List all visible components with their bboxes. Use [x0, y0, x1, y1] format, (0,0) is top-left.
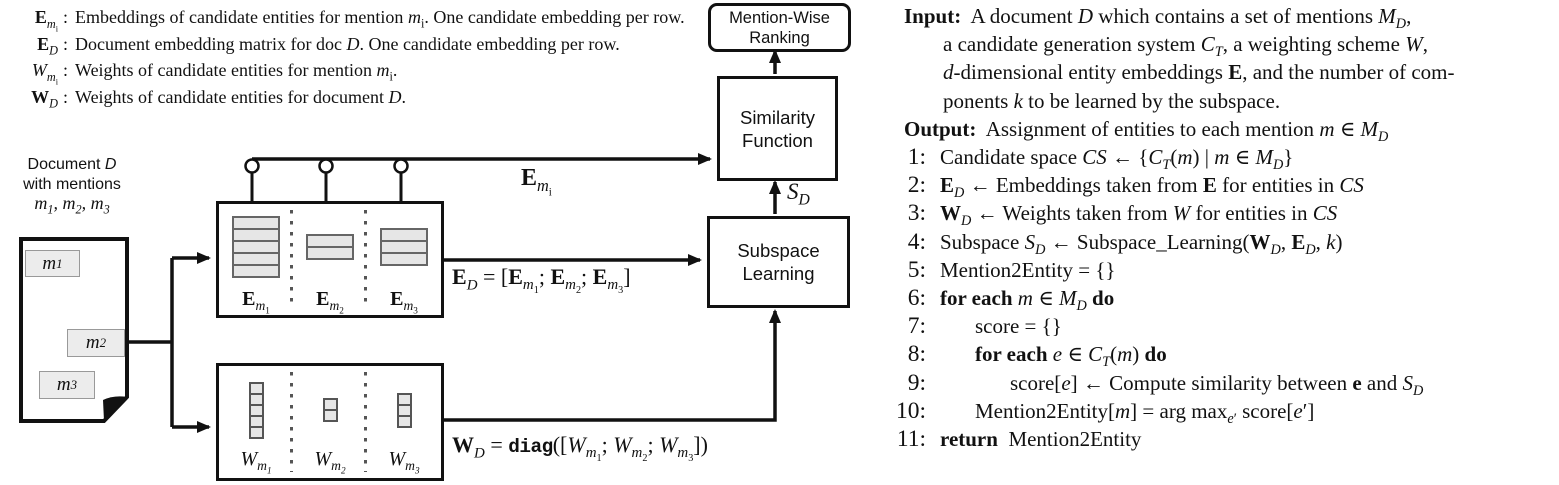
embedding-matrix-icon [380, 228, 428, 266]
embeddings-col-m3: Em3 [367, 204, 441, 315]
embedding-matrix-label: Em3 [390, 288, 418, 316]
embeddings-col-m1: Em1 [219, 204, 293, 315]
legend-row: ED: Document embedding matrix for doc D. … [8, 31, 685, 58]
line-number: 2: [907, 172, 926, 199]
edge-wd-to-subspace [440, 309, 781, 422]
dotted-separator [290, 210, 293, 309]
line-number: 9: [907, 369, 926, 396]
embedding-matrix-label: Em2 [316, 288, 344, 316]
connector-node-icon [244, 158, 260, 174]
algo-step-1: 1:Candidate space CS ← {CT(m) | m ∈ MD} [893, 143, 1557, 172]
weight-vector-label: Wm3 [388, 448, 420, 476]
algo-input-line: a candidate generation system CT, a weig… [943, 32, 1428, 61]
line-number: 5: [907, 256, 926, 283]
algo-input-line: Input: A document D which contains a set… [904, 4, 1412, 33]
algo-step-7: 7:score = {} [893, 312, 1557, 340]
folded-corner-icon [103, 396, 127, 421]
weights-col-m3: Wm3 [367, 366, 441, 478]
edge-label-wd-formula: WD = diag([Wm1; Wm2; Wm3]) [452, 432, 708, 465]
weight-vector-icon [248, 381, 264, 439]
connector-node-icon [318, 158, 334, 174]
edge-doc-split [129, 258, 174, 427]
legend-symbol: Emi [34, 7, 58, 34]
algo-output-line: Output: Assignment of entities to each m… [904, 116, 1389, 145]
dotted-separator [364, 372, 367, 472]
weights-col-m2: Wm2 [293, 366, 367, 478]
legend-row: Emi: Embeddings of candidate entities for… [8, 4, 685, 34]
line-number: 3: [907, 200, 926, 227]
embeddings-col-m2: Em2 [293, 204, 367, 315]
legend-row: WD: Weights of candidate entities for doc… [8, 84, 685, 111]
legend-separator: : [63, 7, 69, 27]
algo-input-line: ponents k to be learned by the subspace. [943, 88, 1281, 113]
line-number: 4: [907, 228, 926, 255]
line-number: 10: [895, 397, 926, 424]
embedding-matrix-label: Em1 [242, 288, 270, 316]
embeddings-box: Em1 Em2 Em3 [216, 201, 444, 318]
legend-row: Wmi: Weights of candidate entities for me… [8, 57, 685, 87]
algo-step-11: 11:return Mention2Entity [893, 425, 1557, 453]
weight-vector-label: Wm1 [240, 448, 272, 476]
embedding-matrix-icon [232, 216, 280, 278]
algo-step-10: 10:Mention2Entity[m] = arg maxe′ score[e… [893, 397, 1557, 426]
legend-separator: : [63, 60, 69, 80]
legend-symbol: Wmi [31, 60, 58, 87]
legend-separator: : [63, 33, 69, 54]
weights-box: Wm1 Wm2 Wm3 [216, 363, 444, 481]
legend-text: Embeddings of candidate entities for men… [75, 7, 685, 31]
line-number: 7: [907, 313, 926, 340]
legend-text: Document embedding matrix for doc D. One… [75, 33, 620, 54]
line-number: 1: [907, 144, 926, 171]
algo-step-5: 5:Mention2Entity = {} [893, 256, 1557, 284]
legend-text: Weights of candidate entities for docume… [75, 86, 406, 107]
algorithm-pane: Input: A document D which contains a set… [893, 2, 1557, 453]
weight-vector-label: Wm2 [314, 448, 346, 476]
connector-node-icon [393, 158, 409, 174]
legend-symbol: WD [31, 86, 58, 111]
algo-step-9: 9:score[e] ← Compute similarity between … [893, 369, 1557, 398]
dotted-separator [364, 210, 367, 309]
algo-step-3: 3:WD ← Weights taken from W for entities… [893, 199, 1557, 228]
edge-label-ed-formula: ED = [Em1; Em2; Em3] [452, 264, 631, 297]
weight-vector-icon [322, 398, 338, 422]
dotted-separator [290, 372, 293, 472]
legend: Emi: Embeddings of candidate entities for… [8, 4, 685, 111]
algo-step-8: 8:for each e ∈ CT(m) do [893, 340, 1557, 369]
algo-step-4: 4:Subspace SD ← Subspace_Learning(WD, ED… [893, 228, 1557, 257]
algo-step-6: 6:for each m ∈ MD do [893, 284, 1557, 313]
line-number: 8: [907, 341, 926, 368]
edge-label-sd: SD [787, 179, 810, 209]
weight-vector-icon [396, 392, 412, 428]
embedding-matrix-icon [306, 234, 354, 260]
line-number: 6: [907, 285, 926, 312]
edge-label-emi: Emi [521, 165, 552, 199]
line-number: 11: [896, 426, 926, 453]
weights-col-m1: Wm1 [219, 366, 293, 478]
algo-input-line: d-dimensional entity embeddings E, and t… [943, 60, 1455, 85]
legend-separator: : [63, 86, 69, 107]
legend-text: Weights of candidate entities for mentio… [75, 60, 398, 84]
algo-step-2: 2:ED ← Embeddings taken from E for entit… [893, 171, 1557, 200]
legend-symbol: ED [37, 33, 58, 58]
